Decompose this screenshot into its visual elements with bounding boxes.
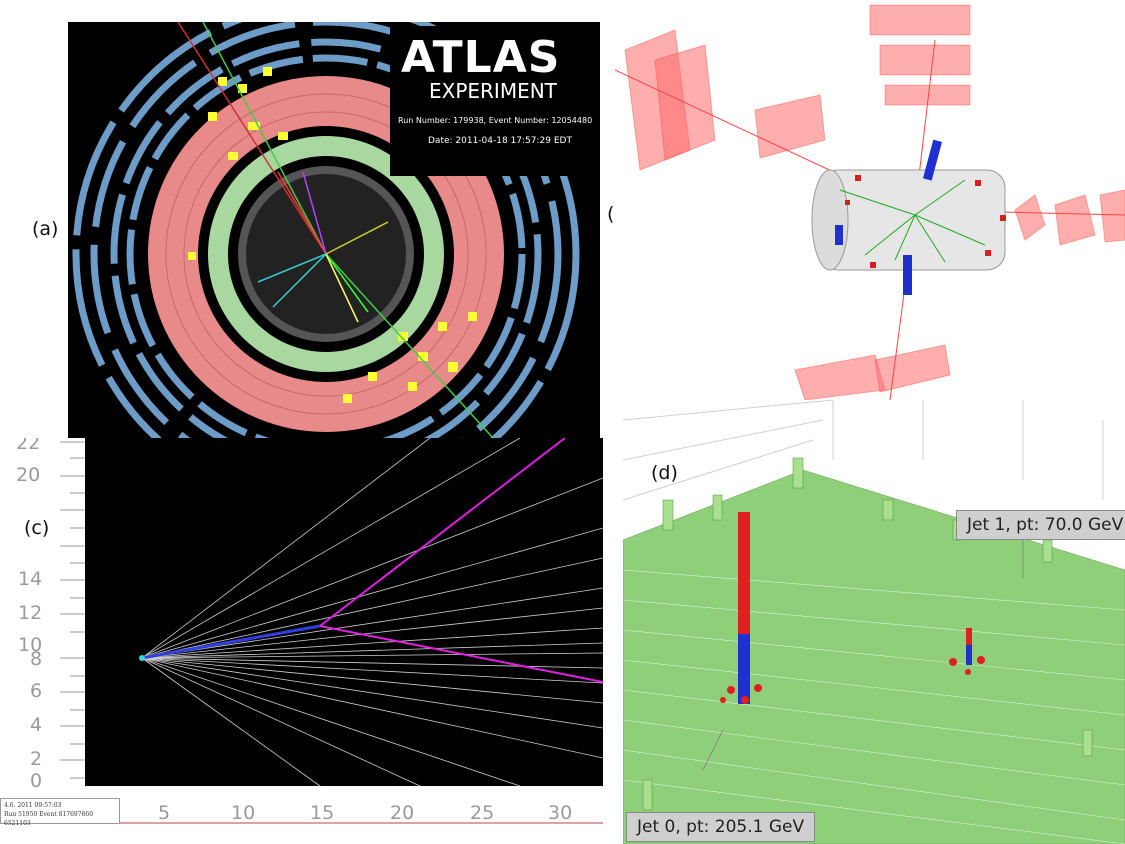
x-tick-20: 20: [390, 802, 415, 824]
y-tick-10: 10: [18, 634, 43, 656]
atlas-detector-rings: [72, 22, 600, 438]
atlas-event-display: ATLAS EXPERIMENT Run Number: 179938, Eve…: [68, 22, 600, 438]
jet1-label: Jet 1, pt: 70.0 GeV: [956, 510, 1125, 540]
atlas-date-info: Date: 2011-04-18 17:57:29 EDT: [428, 136, 572, 146]
y-tick-0: 0: [30, 770, 43, 792]
event-stamp: 4.6. 2011 09:57:03 Run 51950 Event 81769…: [0, 798, 120, 827]
lego-plot-panel: Jet 1, pt: 70.0 GeV Jet 0, pt: 205.1 GeV: [623, 400, 1125, 844]
atlas-run-info: Run Number: 179938, Event Number: 120544…: [398, 116, 593, 125]
atlas-logo-top: ATLAS: [401, 32, 561, 83]
detector-3d-view: [615, 0, 1125, 400]
x-tick-25: 25: [470, 802, 495, 824]
y-tick-20: 20: [16, 464, 41, 486]
y-tick-8: 8: [30, 648, 43, 670]
lego-plot: [623, 400, 1125, 844]
atlas-logo-bottom: EXPERIMENT: [429, 79, 557, 103]
atlas-logo: ATLAS EXPERIMENT: [401, 32, 596, 103]
panel-label-c: (c): [24, 517, 50, 539]
x-tick-10: 10: [231, 802, 256, 824]
panel-label-d: (d): [651, 462, 678, 484]
event-stamp-line2: Run 51950 Event 817697860 6521103: [4, 811, 94, 827]
y-tick-6: 6: [30, 680, 43, 702]
x-tick-5: 5: [158, 802, 171, 824]
x-tick-30: 30: [548, 802, 573, 824]
y-tick-14: 14: [18, 568, 43, 590]
x-tick-15: 15: [310, 802, 335, 824]
y-tick-2: 2: [30, 748, 43, 770]
jet0-label: Jet 0, pt: 205.1 GeV: [626, 812, 816, 842]
y-tick-12: 12: [18, 602, 43, 624]
track-plot-panel: 22 20 14 12 10 8 6 4 2 0 5 10 15 20 25 3…: [0, 438, 603, 830]
track-plot: [60, 438, 603, 824]
event-stamp-line1: 4.6. 2011 09:57:03: [4, 802, 62, 809]
panel-label-a: (a): [32, 218, 59, 240]
detector-3d-scene: [615, 4, 1125, 400]
y-tick-4: 4: [30, 714, 43, 736]
y-tick-22: 22: [16, 438, 41, 454]
